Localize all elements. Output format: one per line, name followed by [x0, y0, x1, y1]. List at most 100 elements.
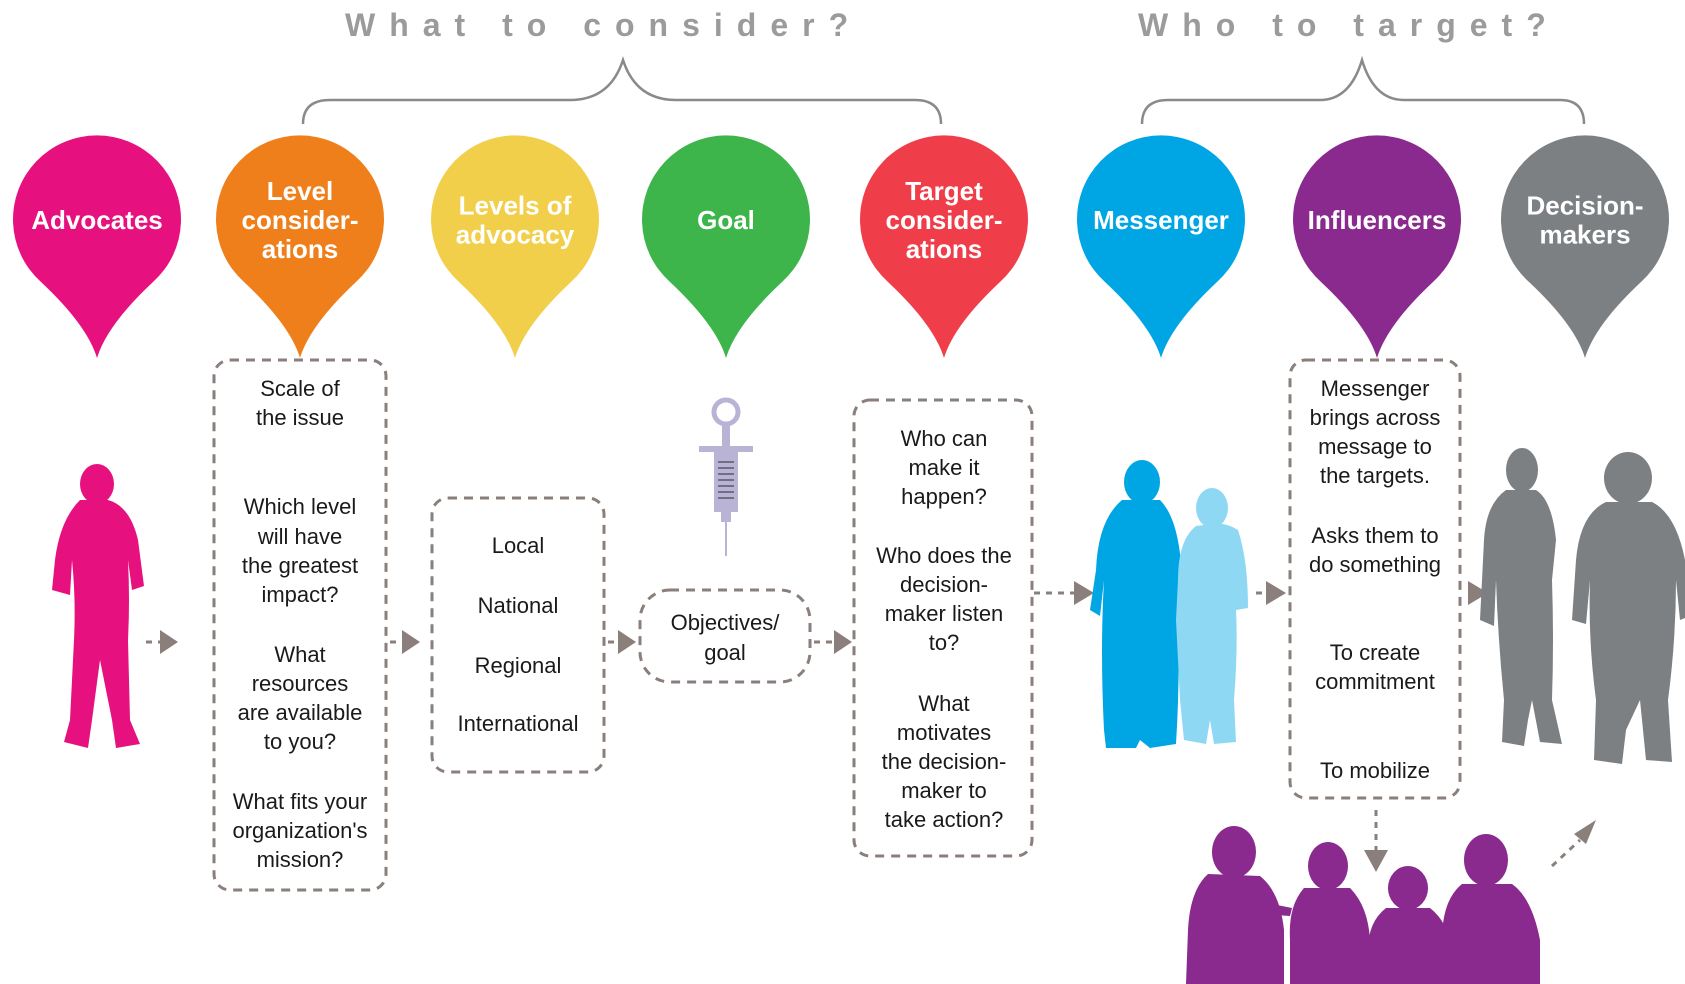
box-line: take action?	[885, 807, 1004, 832]
box-line: What	[274, 642, 325, 667]
box-line: are available	[238, 700, 363, 725]
box-line: maker listen	[885, 601, 1004, 626]
decision-maker-figure-left	[1480, 448, 1562, 746]
box-line: Which level	[244, 494, 356, 519]
box-line: Asks them to	[1311, 523, 1438, 548]
pin-shape	[12, 135, 181, 358]
heading-what-to-consider: What to consider?	[345, 7, 862, 43]
box-line: decision-	[900, 572, 988, 597]
box-line: Scale of	[260, 376, 340, 401]
arrow-group-to-decision-makers	[1550, 820, 1596, 868]
box-line: happen?	[901, 484, 987, 509]
bracket-what-to-consider	[301, 55, 943, 125]
influencer-group-figures	[1186, 826, 1540, 984]
heading-who-to-target: Who to target?	[1138, 7, 1560, 43]
box-line: motivates	[897, 720, 991, 745]
objectives-goal-text: Objectives/goal	[671, 610, 781, 665]
box-line: maker to	[901, 778, 987, 803]
influencers-text: Messenger brings across message to the targ…	[1309, 376, 1441, 783]
pin-label-line: consider-	[241, 205, 358, 235]
box-line: mission?	[257, 847, 344, 872]
bracket-who-to-target	[1140, 55, 1586, 125]
box-levels-of-advocacy	[430, 496, 606, 774]
box-line: do something	[1309, 552, 1441, 577]
box-line: message to	[1318, 434, 1432, 459]
target-considerations-text: Who can make it happen? Who does the decisio…	[876, 426, 1012, 832]
pin-label-line: ations	[262, 234, 339, 264]
box-line: To create	[1330, 640, 1421, 665]
arrow-messenger-to-influencers	[1256, 581, 1286, 605]
box-line: the greatest	[242, 553, 358, 578]
syringe-icon	[699, 397, 753, 556]
pin-label-line: Decision-	[1526, 191, 1643, 221]
pin-label-line: ations	[906, 234, 983, 264]
box-line: Messenger	[1321, 376, 1430, 401]
box-line: the targets.	[1320, 463, 1430, 488]
pin-shape	[1076, 135, 1245, 358]
pin-goal: Goal	[641, 135, 810, 358]
pin-label-line: consider-	[885, 205, 1002, 235]
pin-label-line: Messenger	[1093, 205, 1229, 235]
box-line: brings across	[1310, 405, 1441, 430]
messenger-figure-dark	[1090, 460, 1182, 748]
box-line: impact?	[261, 582, 338, 607]
arrow-influencers-to-decision-makers	[1468, 581, 1488, 605]
box-line: National	[478, 593, 559, 618]
box-line: to?	[929, 630, 960, 655]
box-line: To mobilize	[1320, 758, 1430, 783]
pin-influencers: Influencers	[1293, 135, 1461, 358]
box-line: make it	[909, 455, 980, 480]
pin-label-line: advocacy	[456, 220, 575, 250]
messenger-figure-light	[1176, 488, 1248, 744]
box-line: the decision-	[882, 749, 1007, 774]
box-level-considerations	[212, 358, 388, 892]
pin-shape	[431, 135, 600, 358]
advocate-figure	[52, 464, 144, 748]
box-line: commitment	[1315, 669, 1435, 694]
box-objectives-goal	[638, 588, 812, 684]
arrow-goal-to-target	[814, 630, 852, 654]
box-line: International	[457, 711, 578, 736]
box-influencers	[1288, 358, 1462, 800]
pin-label-line: Goal	[697, 205, 755, 235]
pin-shape	[860, 135, 1028, 358]
box-line: Objectives/	[671, 610, 781, 635]
box-line: will have	[257, 524, 342, 549]
pin-shape	[641, 135, 810, 358]
box-line: goal	[704, 640, 746, 665]
pin-label-line: Level	[267, 176, 334, 206]
pin-label-line: Advocates	[31, 205, 163, 235]
pin-messenger: Messenger	[1076, 135, 1245, 358]
pin-decision-makers: Decision-makers	[1501, 135, 1669, 358]
pin-label-line: Levels of	[459, 191, 572, 221]
box-line: Who can	[901, 426, 988, 451]
box-line: to you?	[264, 729, 336, 754]
pin-label-line: makers	[1539, 220, 1630, 250]
box-line: resources	[252, 671, 349, 696]
pin-advocates: Advocates	[12, 135, 181, 358]
box-line: the issue	[256, 405, 344, 430]
box-line: What fits your	[233, 789, 367, 814]
pin-shape	[216, 135, 384, 358]
arrow-target-to-messenger	[1034, 581, 1094, 605]
box-line: Who does the	[876, 543, 1012, 568]
box-line: organization's	[232, 818, 367, 843]
pin-shape	[1293, 135, 1461, 358]
arrow-level-to-levels	[390, 630, 420, 654]
box-target-considerations	[852, 398, 1034, 858]
pin-shape	[1501, 135, 1669, 358]
arrow-levels-to-goal	[608, 630, 636, 654]
box-line: Local	[492, 533, 545, 558]
arrow-advocates-to-level	[146, 630, 178, 654]
arrow-influencers-down	[1364, 810, 1388, 872]
box-line: What	[918, 691, 969, 716]
decision-maker-figure-right	[1572, 452, 1685, 764]
pin-label-line: Influencers	[1308, 205, 1447, 235]
